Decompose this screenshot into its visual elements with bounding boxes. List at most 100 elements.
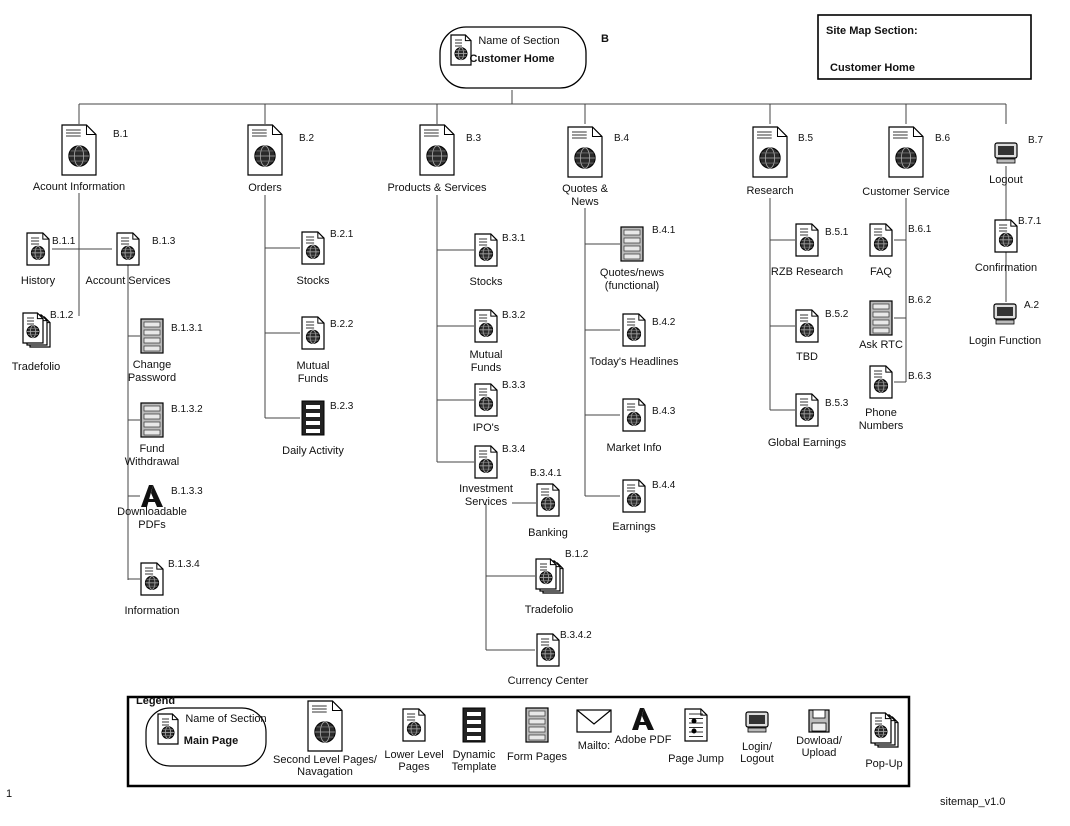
lower-level-page-icon	[402, 708, 426, 742]
legend-item-label: Lower Level	[384, 749, 443, 761]
node-label: Funds	[471, 362, 502, 374]
lower-level-page-icon	[301, 316, 325, 350]
legend-item-label: Pages	[398, 761, 430, 773]
node-id: B.1.2	[50, 310, 74, 321]
second-level-page-icon	[450, 34, 472, 66]
lower-level-page-icon	[795, 309, 819, 343]
second-level-page-icon	[419, 124, 455, 176]
node-id: B.1.3.2	[171, 404, 203, 415]
node-label: PDFs	[138, 519, 166, 531]
version-label: sitemap_v1.0	[940, 796, 1005, 808]
legend-item: Second Level Pages/Navagation	[273, 700, 378, 778]
second-level-page-icon	[888, 126, 924, 178]
node-id: B.6.3	[908, 371, 932, 382]
node-label: Tradefolio	[12, 361, 61, 373]
legend-item: Page Jump	[668, 708, 724, 765]
lower-level-page-icon	[622, 479, 646, 513]
node-label: Numbers	[859, 420, 904, 432]
node-label: Downloadable	[117, 506, 187, 518]
root-name: Customer Home	[470, 53, 555, 65]
legend-item-label: Form Pages	[507, 751, 567, 763]
node-label: Stocks	[469, 276, 503, 288]
legend-item-label: Adobe PDF	[615, 734, 672, 746]
node-label: Information	[124, 605, 179, 617]
node-label: (functional)	[605, 280, 659, 292]
node-id: B.2.1	[330, 229, 354, 240]
section-box-name: Customer Home	[830, 62, 915, 74]
node-id: B.5	[798, 133, 813, 144]
node-id: B.2	[299, 133, 314, 144]
lower-level-page-icon	[26, 232, 50, 266]
login-logout-icon	[745, 711, 769, 733]
lower-level-page-icon	[869, 365, 893, 399]
lower-level-page-icon	[474, 445, 498, 479]
root-id: B	[601, 33, 609, 45]
lower-level-page-icon	[536, 483, 560, 517]
node-label: Tradefolio	[525, 604, 574, 616]
node-label: Funds	[298, 373, 329, 385]
legend-item-label: Second Level Pages/	[273, 754, 378, 766]
node-label: Fund	[139, 443, 164, 455]
legend-item-label: Dowload/	[796, 735, 843, 747]
node-label: Orders	[248, 182, 282, 194]
legend-item: Form Pages	[507, 707, 567, 763]
node-id: B.6.2	[908, 295, 932, 306]
node-id: B.4	[614, 133, 629, 144]
node-label: Research	[746, 185, 793, 197]
node-id: B.3.4	[502, 444, 526, 455]
second-level-page-icon	[61, 124, 97, 176]
node-label: Investment	[459, 483, 513, 495]
mail-icon	[576, 709, 612, 733]
form-page-icon	[620, 226, 644, 262]
login-logout-icon	[994, 142, 1018, 164]
node-label: Quotes/news	[600, 267, 665, 279]
lower-level-page-icon	[116, 232, 140, 266]
node-id: B.4.2	[652, 317, 676, 328]
node-id: B.4.3	[652, 406, 676, 417]
form-page-icon	[140, 318, 164, 354]
pop-up-icon	[870, 712, 899, 748]
